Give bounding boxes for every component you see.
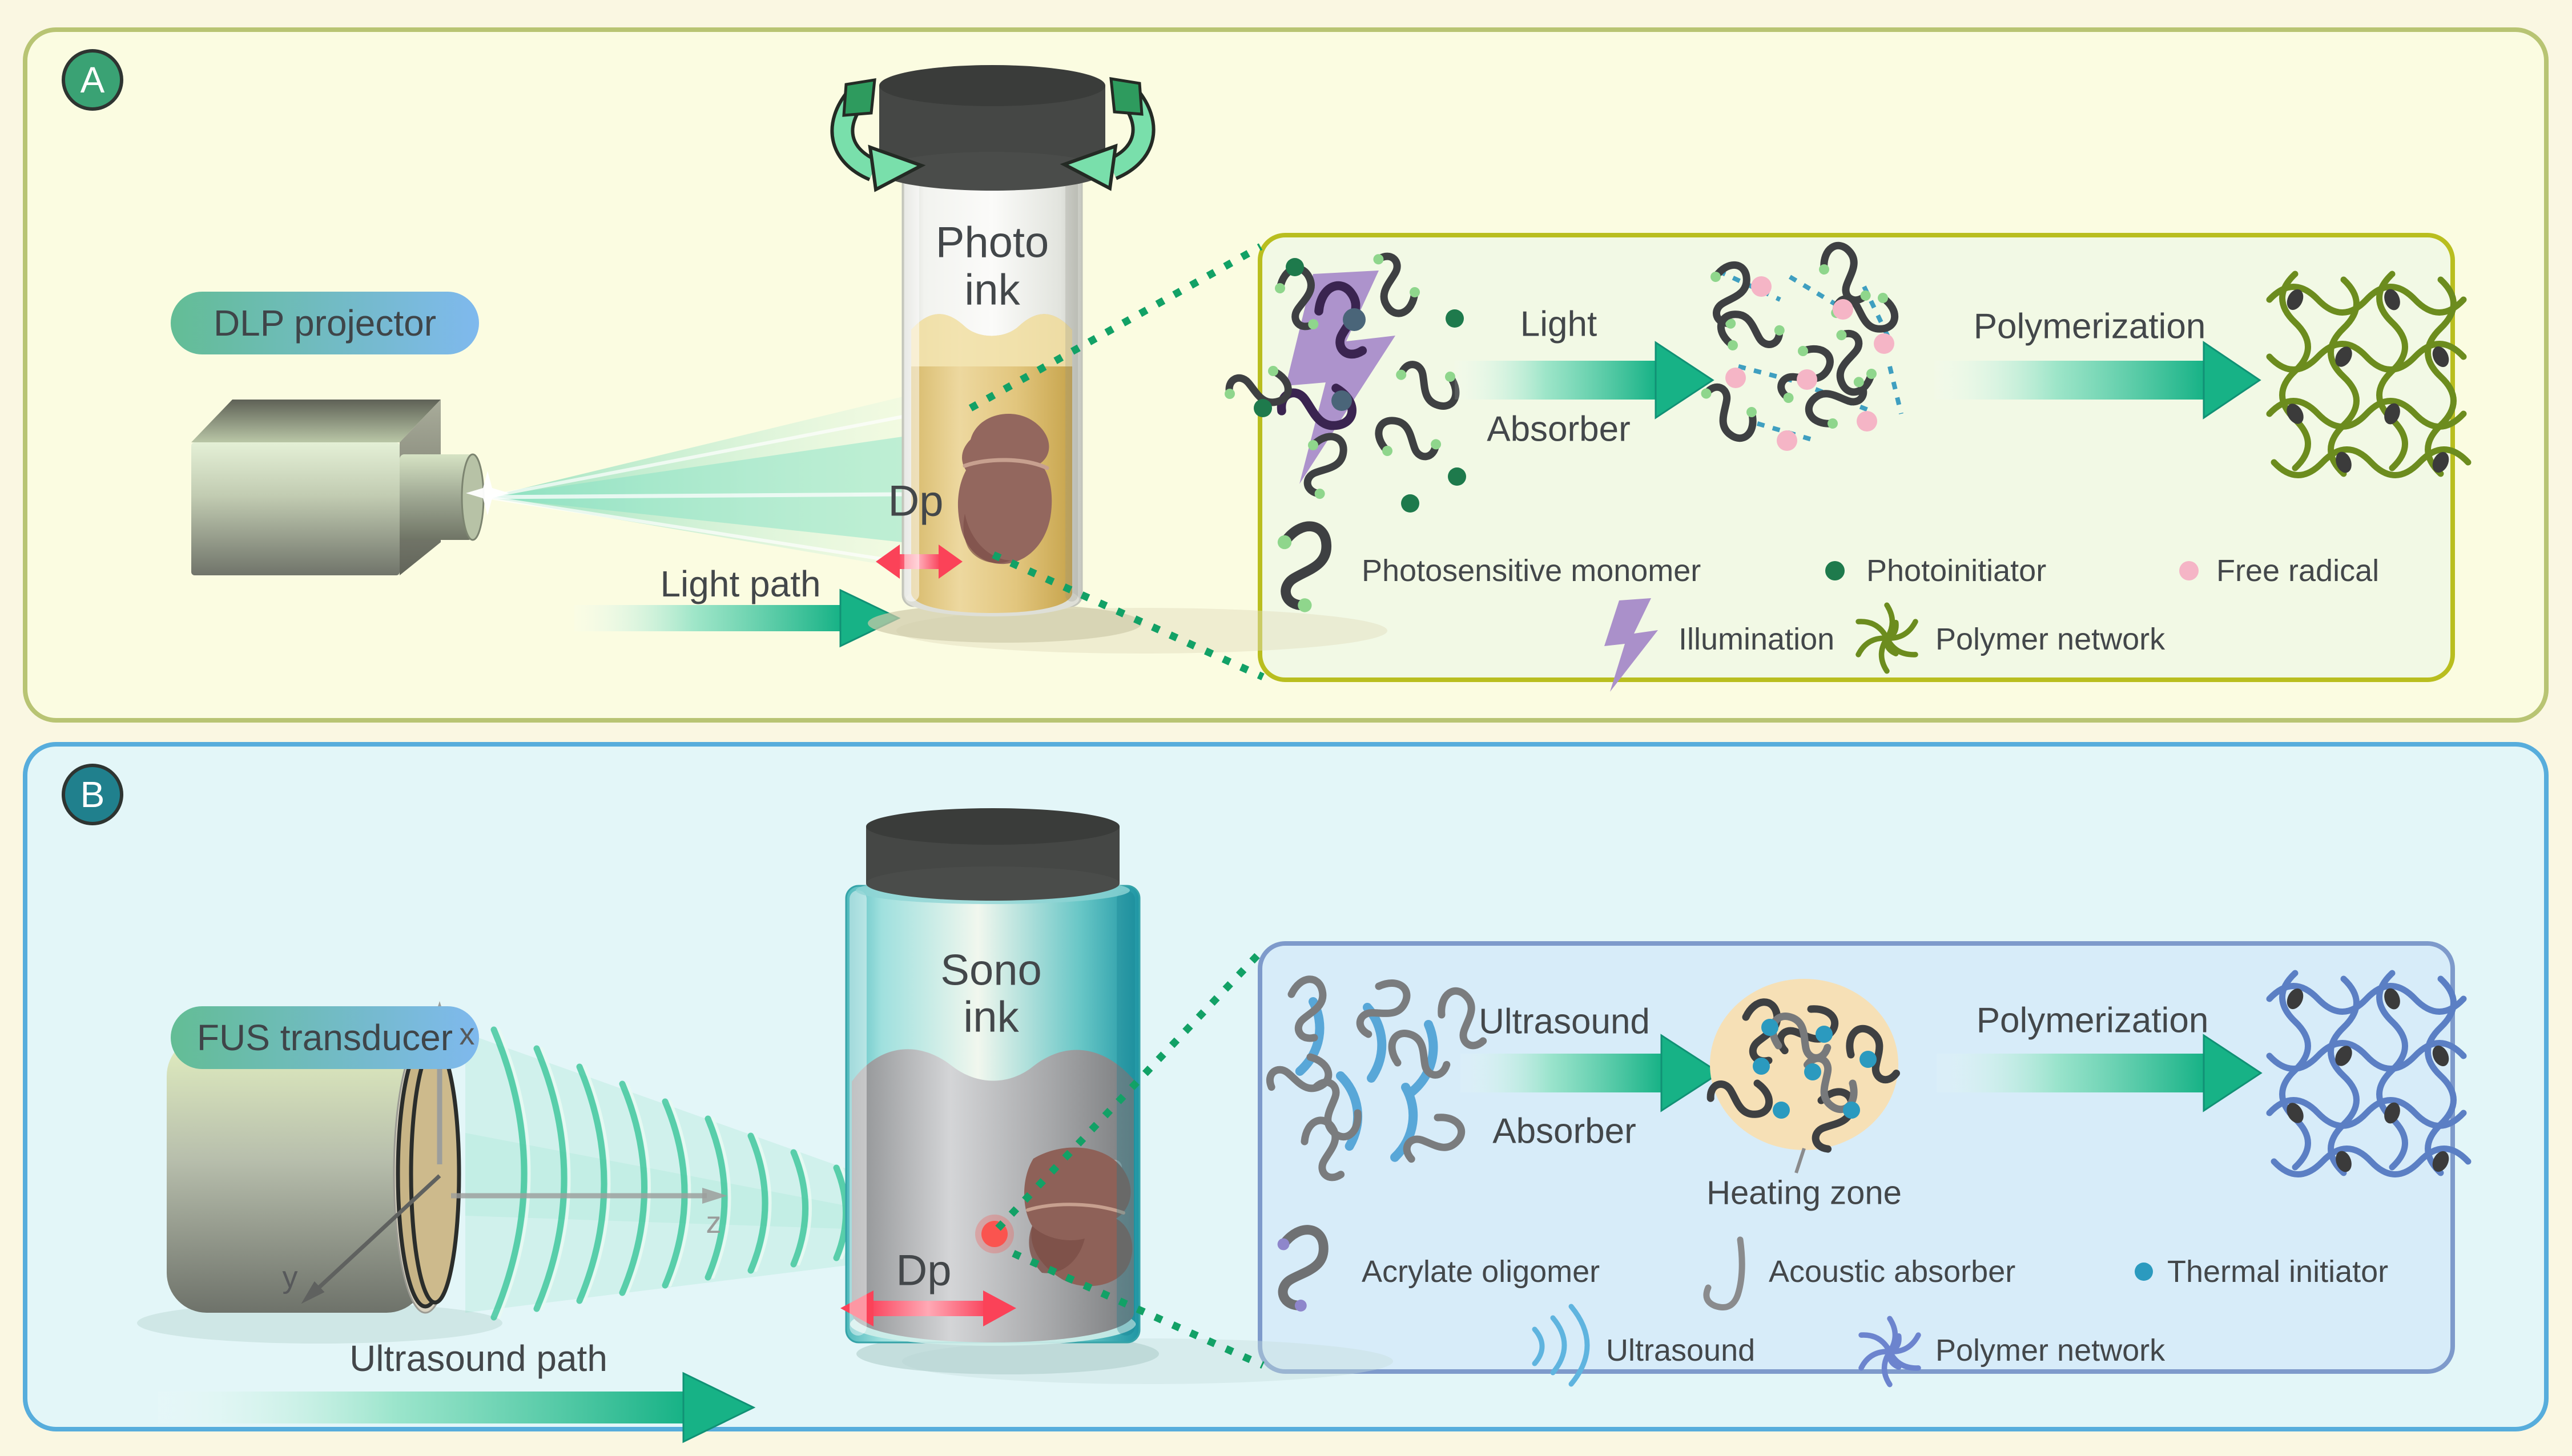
y-axis-label: y — [282, 1260, 298, 1294]
dlp-projector-badge: DLP projector — [171, 292, 479, 354]
panel-a-letter: A — [80, 59, 105, 100]
panel-b-letter: B — [80, 774, 105, 815]
panel-a-label: A — [62, 49, 123, 111]
sono-ink-title-line2: ink — [963, 993, 1019, 1042]
photo-ink-title-line2: ink — [964, 265, 1020, 314]
sonopolymerization-inset — [1258, 941, 2455, 1374]
legend-label-ultrasound: Ultrasound — [1606, 1333, 1756, 1368]
fus-transducer-badge-text: FUS transducer — [196, 1017, 453, 1058]
ultrasound-path-label: Ultrasound path — [349, 1338, 607, 1379]
legend-label-polymer-network-b: Polymer network — [1935, 1333, 2166, 1368]
dlp-projector-badge-text: DLP projector — [213, 303, 437, 344]
inset-b-step1-line1: Ultrasound — [1479, 1002, 1650, 1042]
z-axis-label: z — [706, 1205, 722, 1240]
legend-label-thermal-initiator: Thermal initiator — [2167, 1255, 2389, 1289]
inset-a-step1-line2: Absorber — [1487, 409, 1631, 449]
inset-a-step2: Polymerization — [1973, 306, 2206, 346]
inset-b-step1-line2: Absorber — [1492, 1111, 1636, 1151]
dp-label-b: Dp — [896, 1246, 952, 1295]
heating-zone-label: Heating zone — [1706, 1174, 1902, 1212]
photo-ink-title-line1: Photo — [935, 218, 1049, 267]
fus-transducer-badge: FUS transducer — [171, 1006, 479, 1069]
inset-b-step2: Polymerization — [1976, 1001, 2209, 1040]
light-path-label: Light path — [660, 563, 821, 604]
panel-b-label: B — [62, 764, 123, 825]
legend-label-photosensitive-monomer: Photosensitive monomer — [1362, 554, 1701, 588]
inset-a-step1-line1: Light — [1520, 304, 1597, 344]
x-axis-label: x — [459, 1017, 475, 1051]
photopolymerization-inset — [1258, 233, 2455, 682]
legend-label-photoinitiator: Photoinitiator — [1866, 554, 2047, 588]
legend-label-polymer-network-a: Polymer network — [1935, 622, 2166, 656]
legend-label-free-radical: Free radical — [2216, 554, 2380, 588]
legend-label-illumination: Illumination — [1679, 622, 1835, 656]
legend-label-acoustic-absorber: Acoustic absorber — [1769, 1255, 2016, 1289]
dp-label-a: Dp — [888, 477, 944, 526]
sono-ink-title-line1: Sono — [940, 946, 1042, 995]
legend-label-acrylate-oligomer: Acrylate oligomer — [1362, 1255, 1600, 1289]
